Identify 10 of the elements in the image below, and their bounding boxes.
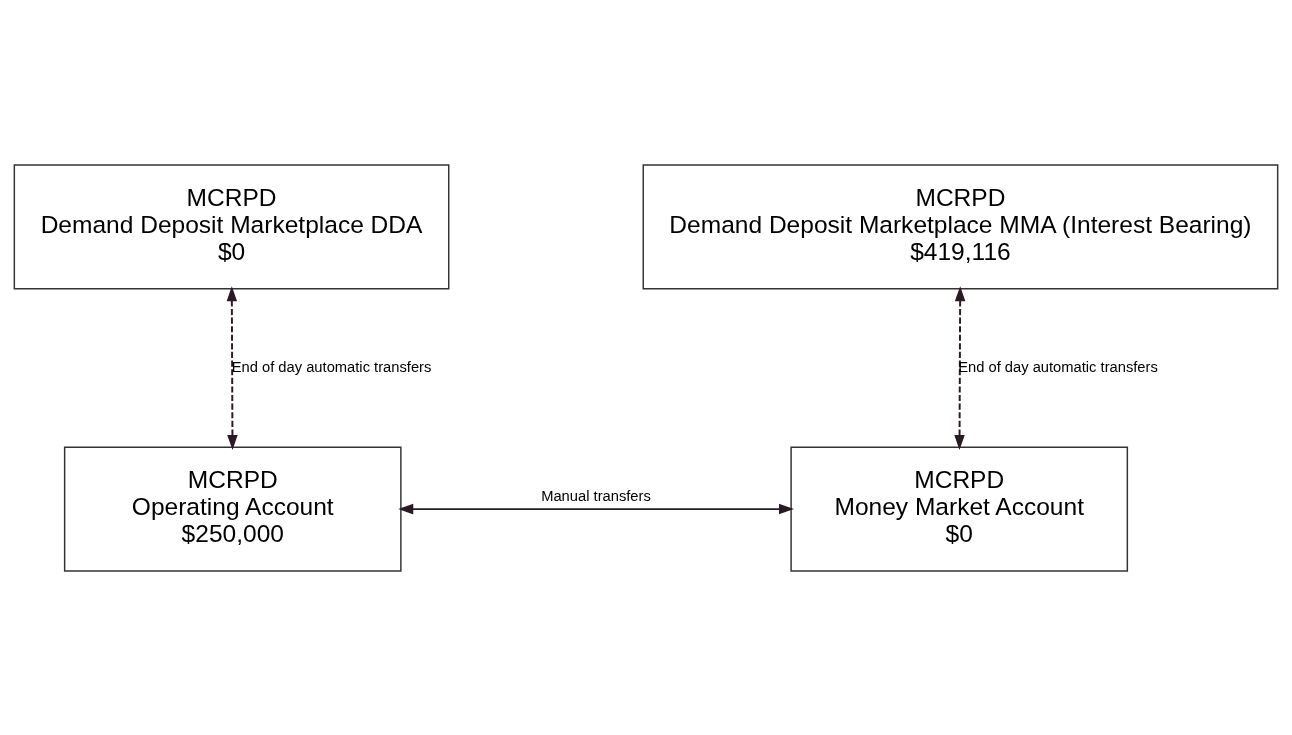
edge-label: End of day automatic transfers: [958, 358, 1158, 375]
node-box: MCRPD Operating Account $250,000: [63, 445, 402, 572]
node-box: MCRPD Demand Deposit Marketplace DDA $0: [13, 163, 450, 290]
node-box: MCRPD Demand Deposit Marketplace MMA (Interest Bearing) $419,116: [642, 163, 1279, 290]
arrow: [398, 503, 794, 514]
edge-label: Manual transfers: [541, 487, 651, 504]
edge-label: End of day automatic transfers: [231, 358, 432, 375]
arrow: [954, 285, 966, 450]
arrow: [226, 285, 238, 450]
node-box: MCRPD Money Market Account $0: [790, 445, 1129, 572]
